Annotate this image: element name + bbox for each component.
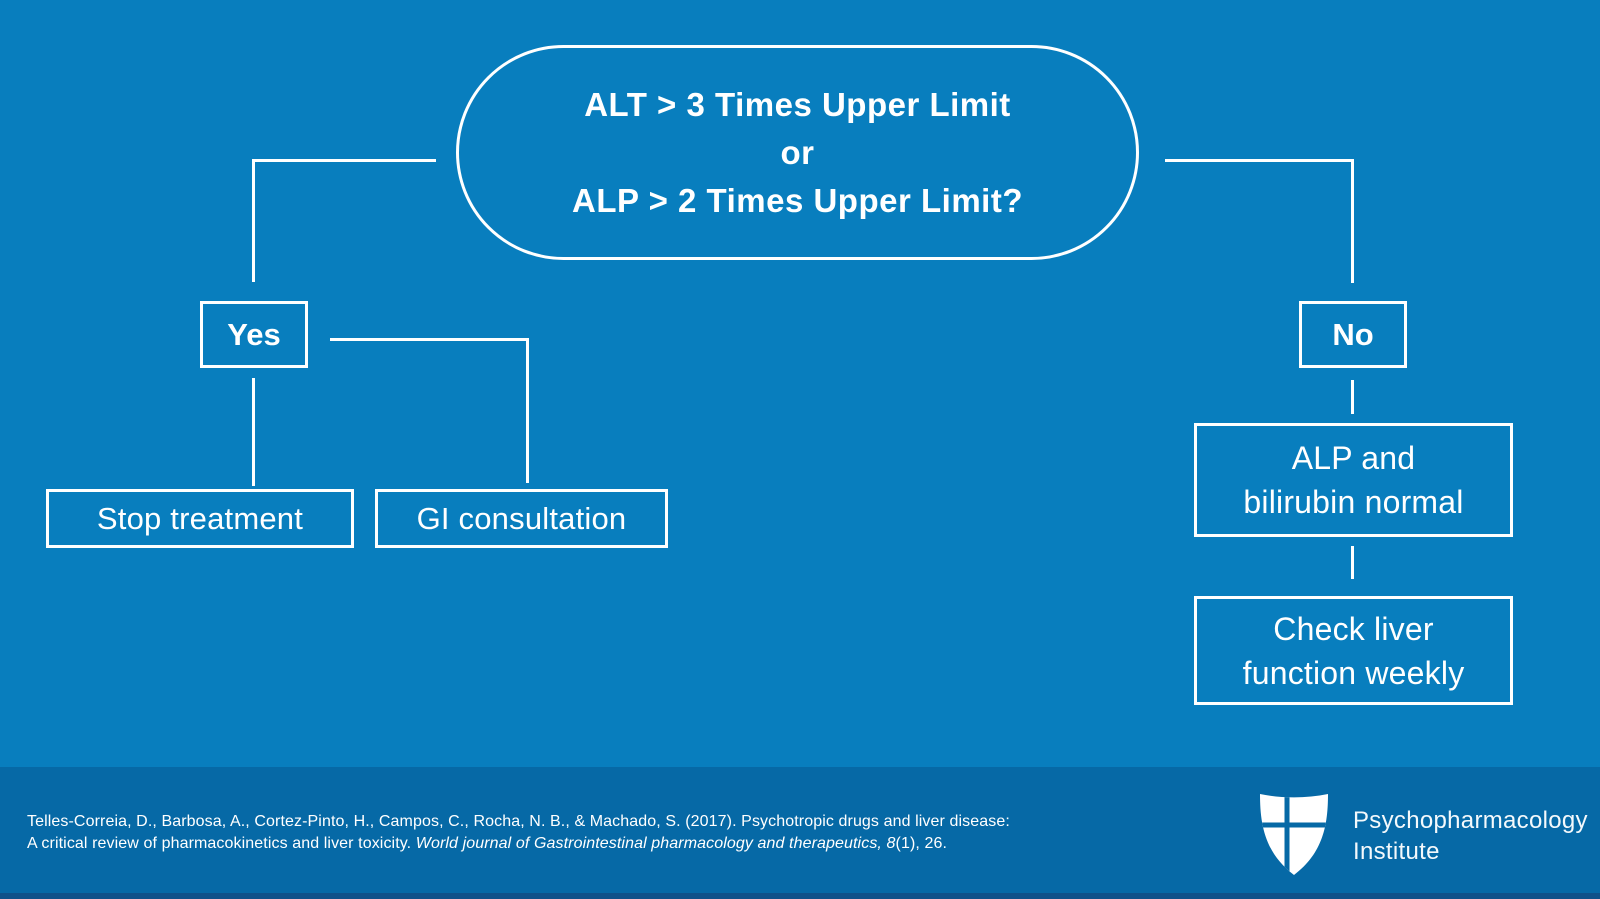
yes-node: Yes [200,301,308,368]
check-liver-line-1: Check liver [1273,610,1434,647]
stop-treatment-label: Stop treatment [96,500,304,536]
connector-yes-to-gi-horizontal [330,338,529,341]
connector-yes-to-stop [252,378,255,486]
institute-name-line-1: Psychopharmacology [1353,807,1588,834]
stop-treatment-node: Stop treatment [46,489,354,548]
alp-bilirubin-node: ALP and bilirubin normal [1194,423,1513,537]
decision-line-3: ALP > 2 Times Upper Limit? [572,181,1023,219]
check-liver-line-2: function weekly [1242,654,1465,691]
alp-bilirubin-line-2: bilirubin normal [1243,484,1464,520]
check-liver-node: Check liver function weekly [1194,596,1513,705]
connector-no-to-alp [1351,380,1354,414]
no-node: No [1299,301,1407,368]
citation: Telles-Correia, D., Barbosa, A., Cortez-… [27,811,1010,855]
connector-alp-to-check [1351,546,1354,579]
connector-pill-to-yes-vertical [252,159,255,282]
decision-line-1: ALT > 3 Times Upper Limit [584,85,1011,123]
connector-yes-to-gi-vertical [526,338,529,483]
connector-pill-to-no-horizontal [1165,159,1354,162]
alp-bilirubin-line-1: ALP and [1291,440,1416,476]
gi-consultation-label: GI consultation [416,500,627,536]
citation-line-2: A critical review of pharmacokinetics an… [27,835,948,852]
institute-name-line-2: Institute [1353,838,1440,865]
shield-cross-icon [1260,794,1328,875]
gi-consultation-node: GI consultation [375,489,668,548]
connector-pill-to-no-vertical [1351,159,1354,283]
institute-logo: Psychopharmacology Institute [1257,789,1588,877]
citation-line-1: Telles-Correia, D., Barbosa, A., Cortez-… [27,813,1010,830]
footer-band [0,767,1600,893]
yes-label: Yes [227,316,281,352]
connector-pill-to-yes-horizontal [253,159,436,162]
decision-node: ALT > 3 Times Upper Limit or ALP > 2 Tim… [456,45,1139,260]
no-label: No [1332,316,1374,352]
footer-bottom-strip [0,893,1600,899]
institute-name: Psychopharmacology Institute [1353,805,1588,867]
decision-line-2: or [780,133,815,171]
